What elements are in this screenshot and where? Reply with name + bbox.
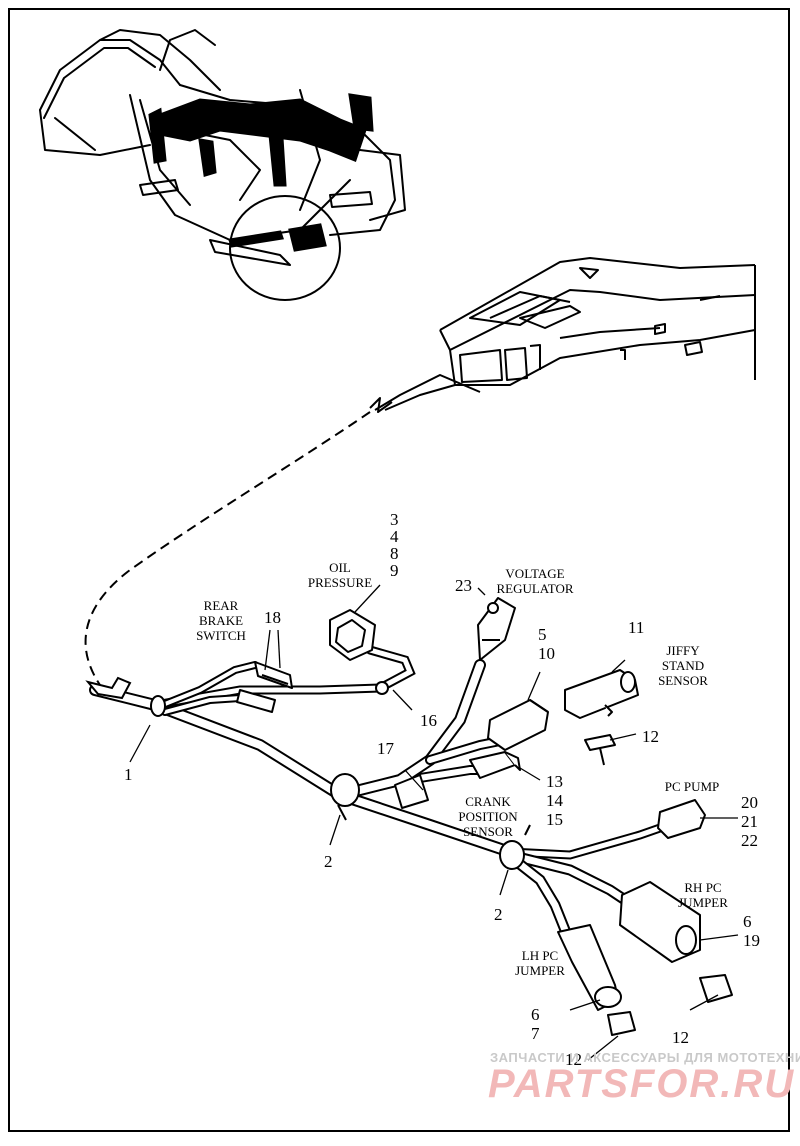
label-crank-position-sensor: CRANK POSITION SENSOR bbox=[458, 794, 518, 839]
callout-1: 1 bbox=[124, 765, 133, 784]
main-harness bbox=[85, 645, 665, 936]
callout-13-14-15: 13 14 15 bbox=[546, 772, 563, 829]
label-rh-pc-jumper: RH PC JUMPER bbox=[678, 880, 728, 910]
callout-6-19: 6 19 bbox=[743, 912, 760, 950]
callout-17: 17 bbox=[377, 739, 394, 758]
harness-routing-dashed bbox=[84, 411, 371, 686]
watermark-tagline: ЗАПЧАСТИ И АКСЕССУАРЫ ДЛЯ МОТОТЕХНИКИ bbox=[490, 1050, 800, 1065]
frame-detail bbox=[369, 257, 756, 413]
connectors bbox=[150, 597, 733, 1036]
frame-harness-blackout bbox=[148, 93, 374, 252]
callout-12-c: 12 bbox=[565, 1050, 582, 1069]
callout-12-a: 12 bbox=[642, 727, 659, 746]
leader-lines bbox=[129, 584, 739, 1061]
callout-2-b: 2 bbox=[494, 905, 503, 924]
label-jiffy-stand-sensor: JIFFY STAND SENSOR bbox=[658, 643, 708, 688]
callout-16: 16 bbox=[420, 711, 437, 730]
diagram-border bbox=[8, 8, 790, 1132]
callout-3-4-8-9: 3 4 8 9 bbox=[390, 510, 399, 580]
callout-5-10: 5 10 bbox=[538, 625, 555, 663]
callout-12-b: 12 bbox=[672, 1028, 689, 1047]
label-pc-pump: PC PUMP bbox=[664, 779, 720, 794]
callout-2-a: 2 bbox=[324, 852, 333, 871]
callout-23: 23 bbox=[455, 576, 472, 595]
detail-circle bbox=[229, 195, 341, 301]
label-rear-brake-switch: REAR BRAKE SWITCH bbox=[196, 598, 246, 643]
callout-20-21-22: 20 21 22 bbox=[741, 793, 758, 850]
watermark-logo: PARTSFOR.RU bbox=[488, 1062, 796, 1106]
label-oil-pressure: OIL PRESSURE bbox=[307, 560, 373, 590]
label-lh-pc-jumper: LH PC JUMPER bbox=[515, 948, 565, 978]
callout-11: 11 bbox=[628, 618, 645, 637]
label-voltage-regulator: VOLTAGE REGULATOR bbox=[496, 566, 574, 596]
callout-6-7: 6 7 bbox=[531, 1005, 540, 1043]
callout-18: 18 bbox=[264, 608, 281, 627]
